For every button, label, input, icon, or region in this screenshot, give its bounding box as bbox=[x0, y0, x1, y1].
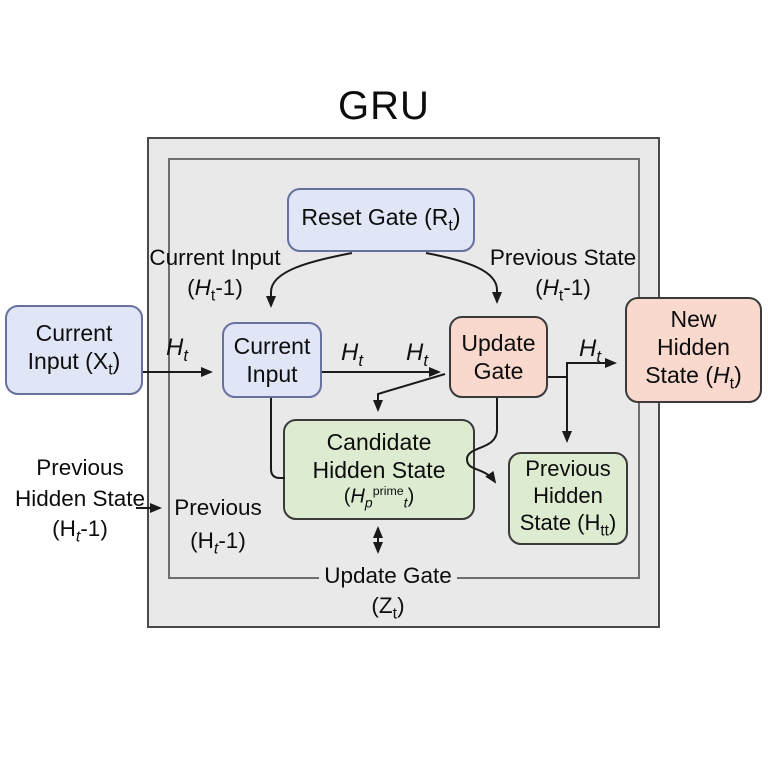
node-current-input-xt-line1: Current bbox=[35, 320, 113, 347]
node-reset-gate: Reset Gate (Rt) bbox=[287, 188, 475, 252]
label-previous-hidden-left-line2: Hidden State bbox=[14, 485, 146, 511]
label-previous-hidden-left-line1: Previous bbox=[36, 455, 124, 480]
label-current-input-top: Current Input (Ht-1) bbox=[140, 243, 290, 307]
node-prev-hidden-line2: Hidden bbox=[533, 482, 603, 508]
label-previous-inner: Previous (Ht-1) bbox=[162, 492, 274, 561]
node-reset-gate-label: Reset Gate (Rt) bbox=[301, 204, 461, 235]
node-new-hidden-line1: New bbox=[670, 306, 717, 333]
node-update-gate: Update Gate bbox=[449, 316, 548, 398]
node-candidate-hidden-state: Candidate Hidden State (Hpprimet) bbox=[283, 419, 475, 520]
node-current-input-xt-line2: Input (Xt) bbox=[27, 348, 121, 379]
label-previous-hidden-left: Previous Hidden State (Ht-1) bbox=[0, 453, 160, 548]
label-previous-inner-line1: Previous bbox=[174, 495, 262, 520]
label-previous-state-top-line1: Previous State bbox=[489, 245, 637, 270]
node-current-input-line2: Input bbox=[246, 361, 298, 387]
node-current-input-xt: Current Input (Xt) bbox=[5, 305, 143, 395]
node-current-input-line1: Current bbox=[233, 332, 311, 359]
node-current-input: Current Input bbox=[222, 322, 322, 398]
label-ht-4: Ht bbox=[579, 335, 602, 366]
label-update-gate-bottom-line1: Update Gate bbox=[319, 561, 457, 592]
label-previous-hidden-left-line3: (Ht-1) bbox=[52, 516, 108, 546]
label-previous-inner-line2: (Ht-1) bbox=[190, 527, 246, 558]
diagram-title: GRU bbox=[338, 84, 430, 128]
node-update-gate-line2: Gate bbox=[473, 358, 524, 384]
node-previous-hidden-state: Previous Hidden State (Htt) bbox=[508, 452, 628, 545]
label-update-gate-bottom: Update Gate (Zt) bbox=[308, 561, 468, 625]
label-ht-2: Ht bbox=[341, 339, 364, 370]
node-prev-hidden-line1: Previous bbox=[525, 456, 611, 482]
node-new-hidden-line2: Hidden bbox=[657, 334, 730, 361]
node-update-gate-line1: Update bbox=[461, 329, 536, 356]
node-new-hidden-state: New Hidden State (Ht) bbox=[625, 297, 762, 403]
label-previous-state-top-line2: (Ht-1) bbox=[535, 274, 591, 305]
label-ht-1: Ht bbox=[166, 334, 189, 365]
node-candidate-line2: Hidden State bbox=[312, 456, 446, 483]
node-candidate-line1: Candidate bbox=[326, 428, 432, 455]
label-current-input-top-line2: (Ht-1) bbox=[187, 274, 243, 305]
node-candidate-formula: (Hpprimet) bbox=[343, 483, 415, 511]
label-previous-state-top: Previous State (Ht-1) bbox=[487, 243, 639, 307]
label-ht-3: Ht bbox=[406, 339, 429, 370]
node-new-hidden-line3: State (Ht) bbox=[645, 362, 742, 394]
label-update-gate-bottom-line2: (Zt) bbox=[371, 593, 405, 623]
node-prev-hidden-line3: State (Htt) bbox=[519, 509, 617, 540]
label-current-input-top-line1: Current Input bbox=[149, 245, 281, 270]
